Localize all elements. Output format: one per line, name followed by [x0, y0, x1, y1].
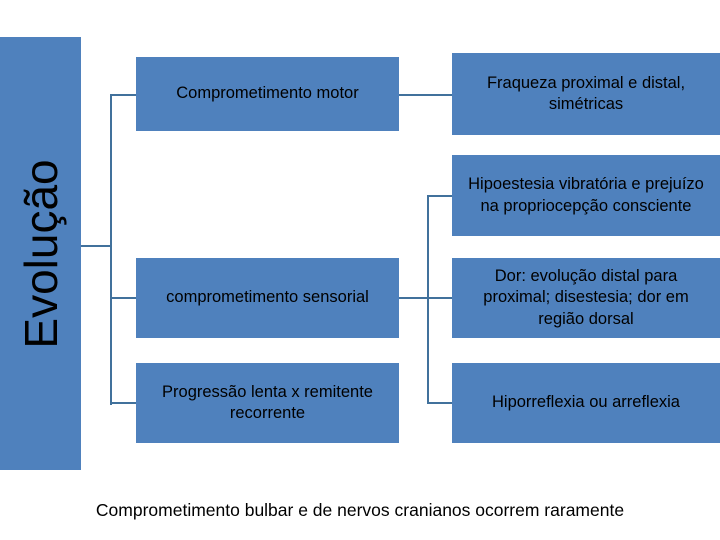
- node-weakness-label: Fraqueza proximal e distal, simétricas: [486, 73, 686, 113]
- category-bar-evolucao: Evolução: [0, 37, 81, 470]
- footnote-text: Comprometimento bulbar e de nervos crani…: [95, 500, 625, 520]
- node-hiporreflexia-arreflexia[interactable]: Hiporreflexia ou arreflexia: [452, 363, 720, 443]
- node-dor-evolucao-distal[interactable]: Dor: evolução distal para proximal; dise…: [452, 258, 720, 338]
- node-hypo-label: Hipoestesia vibratória e prejuízo na pro…: [468, 175, 704, 215]
- node-progressao-lenta[interactable]: Progressão lenta x remitente recorrente: [136, 363, 399, 443]
- connector-trunk-vertical: [110, 95, 112, 405]
- connector-trunk-to-motor: [110, 94, 138, 96]
- node-reflex-label: Hiporreflexia ou arreflexia: [491, 393, 680, 412]
- category-bar-label: Evolução: [14, 158, 67, 349]
- connector-trunk-to-progress: [110, 402, 138, 404]
- connector-motor-to-weakness: [399, 94, 454, 96]
- connector-branch-to-reflex: [427, 402, 454, 404]
- node-comprometimento-sensorial[interactable]: comprometimento sensorial: [136, 258, 399, 338]
- node-hipoestesia-vibratoria[interactable]: Hipoestesia vibratória e prejuízo na pro…: [452, 155, 720, 236]
- connector-branch-to-hypo: [427, 195, 454, 197]
- connector-branch-vertical: [427, 196, 429, 404]
- connector-trunk-to-sensory: [110, 297, 138, 299]
- node-sensory-label: comprometimento sensorial: [166, 288, 369, 307]
- node-fraqueza-proximal-distal[interactable]: Fraqueza proximal e distal, simétricas: [452, 53, 720, 135]
- node-comprometimento-motor[interactable]: Comprometimento motor: [136, 57, 399, 131]
- connector-bar-to-trunk: [81, 245, 112, 247]
- node-pain-label: Dor: evolução distal para proximal; dise…: [483, 267, 689, 328]
- node-progress-label: Progressão lenta x remitente recorrente: [162, 382, 373, 422]
- node-motor-label: Comprometimento motor: [176, 84, 359, 103]
